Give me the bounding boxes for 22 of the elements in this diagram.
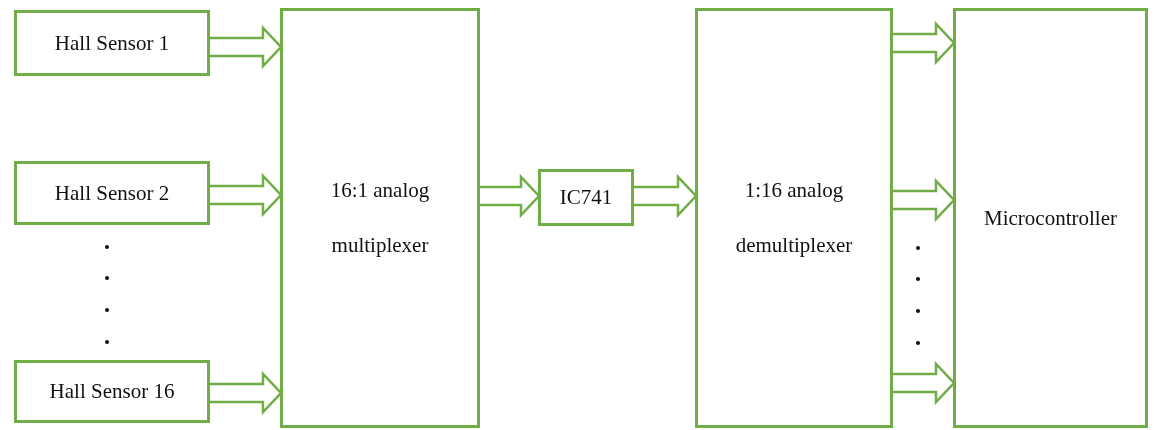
block-label: IC741 xyxy=(559,184,613,212)
block-arrow xyxy=(207,24,283,70)
block-arrow xyxy=(207,370,283,416)
block-label: Hall Sensor 16 xyxy=(49,378,175,406)
block-arrow xyxy=(477,173,541,219)
block-label: Microcontroller xyxy=(984,204,1117,232)
block-box xyxy=(280,8,480,428)
block-box xyxy=(14,10,210,76)
block-arrow xyxy=(207,172,283,218)
block-box xyxy=(953,8,1148,428)
block-box xyxy=(14,161,210,225)
block-box xyxy=(695,8,893,428)
block-box xyxy=(14,360,210,423)
block-arrow xyxy=(890,20,956,66)
block-label: 16:1 analog multiplexer xyxy=(329,177,431,259)
block-label: Hall Sensor 2 xyxy=(54,179,170,207)
block-label: 1:16 analog demultiplexer xyxy=(734,177,854,259)
block-arrow xyxy=(890,360,956,406)
block-arrow xyxy=(890,177,956,223)
block-label: Hall Sensor 1 xyxy=(54,29,170,57)
block-box xyxy=(538,169,634,226)
block-arrow xyxy=(631,173,698,219)
